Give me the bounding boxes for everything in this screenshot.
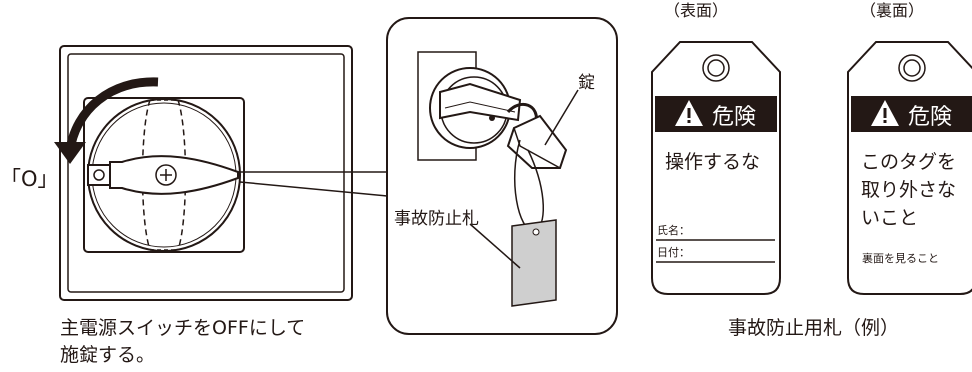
hanging-tag xyxy=(511,219,557,307)
back-line3: いこと xyxy=(861,207,918,229)
off-position-label: 「O」 xyxy=(0,167,59,191)
detail-handle xyxy=(439,82,522,122)
front-warning-mark xyxy=(687,108,691,118)
detail-handle-shade xyxy=(444,101,516,113)
switch-caption-line1: 主電源スイッチをOFFにして xyxy=(60,317,305,339)
back-note: 裏面を見ること xyxy=(862,251,939,265)
tag-label-leader xyxy=(469,223,521,269)
back-warning-dot xyxy=(883,120,887,123)
front-tag xyxy=(651,41,781,295)
front-warning-dot xyxy=(687,120,691,123)
back-tag xyxy=(847,41,972,295)
switch-caption-line2: 施錠する。 xyxy=(60,344,155,366)
padlock-body-edge xyxy=(513,127,561,169)
lock-label: 錠 xyxy=(578,73,595,93)
main-power-switch xyxy=(54,45,353,301)
back-line1: このタグを xyxy=(861,151,956,173)
back-danger-text: 危険 xyxy=(908,105,952,130)
back-side-label: （裏面） xyxy=(860,1,924,20)
back-warning-mark xyxy=(883,108,887,118)
tag-label: 事故防止札 xyxy=(394,209,479,229)
front-side-label: （表面） xyxy=(664,1,728,20)
front-danger-text: 危険 xyxy=(712,105,756,130)
back-line2: 取り外さな xyxy=(861,179,956,201)
padlock-hole-circle xyxy=(93,169,105,181)
front-main-text: 操作するな xyxy=(665,151,760,173)
front-tag-eyelet-inner xyxy=(707,59,725,77)
hanging-tag-hole xyxy=(532,228,540,236)
lock-detail-callout xyxy=(386,17,618,335)
front-date-field: 日付： xyxy=(657,246,690,259)
tags-caption: 事故防止用札（例） xyxy=(728,317,899,339)
center-screw-cross xyxy=(160,169,172,181)
detail-screw xyxy=(489,115,495,121)
front-name-field: 氏名： xyxy=(657,223,690,237)
lock-label-leader xyxy=(544,89,579,146)
back-tag-eyelet-inner xyxy=(903,59,921,77)
rotation-arrow-head xyxy=(54,142,86,164)
rotation-arrow xyxy=(65,77,159,151)
callout-leader-line xyxy=(239,171,388,197)
